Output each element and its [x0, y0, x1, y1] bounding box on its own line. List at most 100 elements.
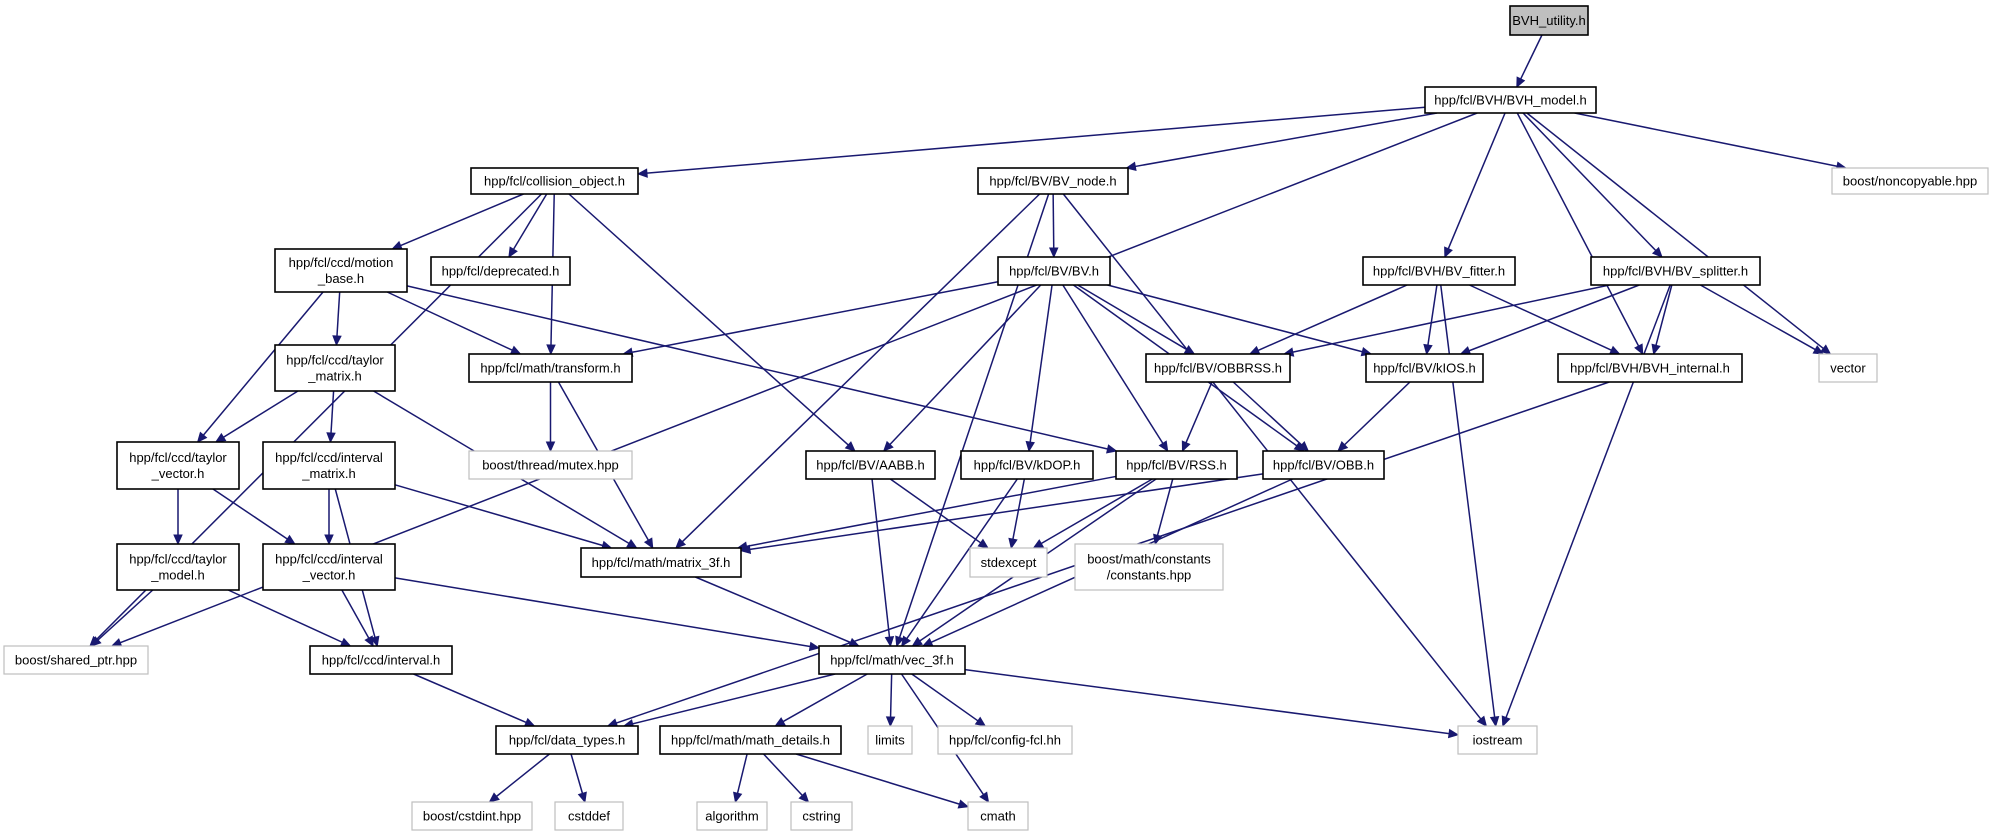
arrowhead-interval-to-data_types — [523, 717, 536, 727]
node-box — [411, 801, 533, 831]
node-box — [468, 353, 633, 383]
edge-taylor_vector-to-interval_vector — [212, 488, 288, 540]
node-box — [790, 801, 853, 831]
arrowhead-taylor_vector-to-taylor_model — [173, 534, 183, 546]
node-label: algorithm — [705, 809, 758, 824]
node-label: hpp/fcl/BVH/BV_splitter.h — [1603, 264, 1748, 279]
arrowhead-bv_fitter-to-iostream — [1489, 715, 1500, 728]
node-box — [969, 547, 1048, 578]
node-obbrss[interactable]: hpp/fcl/BV/OBBRSS.h — [1145, 353, 1291, 383]
node-box — [1362, 256, 1516, 286]
edge-bv_fitter-to-kios — [1427, 284, 1438, 346]
node-label: _vector.h — [302, 568, 356, 583]
node-label: stdexcept — [981, 555, 1037, 570]
arrowhead-bv_fitter-to-obbrss — [1248, 345, 1261, 355]
node-matrix-3f[interactable]: hpp/fcl/math/matrix_3f.h — [580, 547, 742, 578]
edge-interval_vector-to-interval — [341, 589, 370, 639]
node-kdop[interactable]: hpp/fcl/BV/kDOP.h — [960, 450, 1094, 480]
node-box — [1509, 5, 1589, 36]
node-bvh-internal[interactable]: hpp/fcl/BVH/BVH_internal.h — [1557, 353, 1743, 383]
node-box — [554, 801, 624, 831]
node-interval-matrix[interactable]: hpp/fcl/ccd/interval_matrix.h — [262, 441, 396, 490]
node-bv-fitter[interactable]: hpp/fcl/BVH/BV_fitter.h — [1362, 256, 1516, 286]
node-box — [1590, 256, 1761, 286]
node-label: boost/shared_ptr.hpp — [15, 653, 137, 668]
node-aabb[interactable]: hpp/fcl/BV/AABB.h — [805, 450, 936, 480]
arrowhead-bv_h-to-kdop — [1025, 440, 1035, 453]
edge-bvh_utility-to-bvh_model — [1520, 34, 1543, 80]
arrowhead-bvh_model-to-bv_fitter — [1444, 246, 1453, 259]
node-deprecated[interactable]: hpp/fcl/deprecated.h — [430, 256, 571, 286]
node-taylor-vector[interactable]: hpp/fcl/ccd/taylor_vector.h — [116, 441, 240, 490]
node-rss[interactable]: hpp/fcl/BV/RSS.h — [1115, 450, 1238, 480]
node-label: hpp/fcl/ccd/taylor — [129, 450, 227, 465]
arrowhead-bvh_model-to-collision_object — [636, 168, 648, 178]
arrowhead-collision_object-to-transform — [546, 344, 556, 356]
node-box — [470, 167, 639, 195]
node-label: hpp/fcl/ccd/taylor — [129, 552, 227, 567]
edge-collision_object-to-motion_base — [400, 193, 524, 247]
arrowhead-transform-to-matrix_3f — [643, 537, 654, 550]
node-box — [977, 167, 1129, 195]
arrowhead-bvh_model-to-vector — [1819, 344, 1832, 355]
node-box — [960, 450, 1094, 480]
edge-motion_base-to-transform — [386, 291, 513, 351]
node-box — [580, 547, 742, 578]
node-label: _model.h — [150, 568, 204, 583]
edge-bv_splitter-to-vector — [1700, 284, 1816, 351]
node-collision-object[interactable]: hpp/fcl/collision_object.h — [470, 167, 639, 195]
node-shared-ptr: boost/shared_ptr.hpp — [3, 645, 149, 675]
node-data-types[interactable]: hpp/fcl/data_types.h — [495, 725, 639, 755]
node-box — [696, 801, 768, 831]
node-algorithm: algorithm — [696, 801, 768, 831]
edge-taylor_model-to-shared_ptr — [97, 589, 154, 641]
node-box — [3, 645, 149, 675]
node-bv-node[interactable]: hpp/fcl/BV/BV_node.h — [977, 167, 1129, 195]
node-motion-base[interactable]: hpp/fcl/ccd/motion_base.h — [274, 248, 408, 293]
node-box — [1424, 86, 1597, 114]
node-label: _matrix.h — [301, 466, 355, 481]
edge-bv_h-to-rss — [1062, 284, 1164, 444]
edge-bv_h-to-aabb — [889, 284, 1042, 445]
arrowhead-collision_object-to-motion_base — [391, 240, 403, 250]
arrowhead-data_types-to-cstdint — [488, 792, 500, 803]
node-label: hpp/fcl/BV/kIOS.h — [1373, 361, 1476, 376]
node-taylor-model[interactable]: hpp/fcl/ccd/taylor_model.h — [116, 543, 240, 591]
arrowhead-taylor_matrix-to-taylor_vector — [214, 432, 227, 443]
arrowhead-bv_splitter-to-iostream — [1501, 715, 1511, 728]
node-interval[interactable]: hpp/fcl/ccd/interval.h — [309, 645, 453, 675]
node-mutex: boost/thread/mutex.hpp — [468, 450, 633, 480]
node-label: boost/math/constants — [1087, 552, 1211, 567]
node-box — [818, 645, 966, 675]
node-box — [937, 725, 1073, 755]
arrowhead-bvh_model-to-bv_splitter — [1651, 246, 1663, 258]
node-bv-splitter[interactable]: hpp/fcl/BVH/BV_splitter.h — [1590, 256, 1761, 286]
edge-math_details-to-cmath — [795, 753, 960, 805]
node-box — [309, 645, 453, 675]
node-box — [1262, 450, 1385, 480]
node-vector: vector — [1818, 353, 1878, 383]
edge-bvh_model-to-bv_fitter — [1447, 112, 1506, 249]
edge-motion_base-to-taylor_matrix — [336, 291, 341, 337]
node-obb[interactable]: hpp/fcl/BV/OBB.h — [1262, 450, 1385, 480]
node-bvh-model[interactable]: hpp/fcl/BVH/BVH_model.h — [1424, 86, 1597, 114]
node-bvh-utility[interactable]: BVH_utility.h — [1509, 5, 1589, 36]
node-box — [430, 256, 571, 286]
node-label: hpp/fcl/ccd/motion — [289, 255, 394, 270]
node-label: hpp/fcl/BV/RSS.h — [1126, 458, 1226, 473]
node-box — [1818, 353, 1878, 383]
node-taylor-matrix[interactable]: hpp/fcl/ccd/taylor_matrix.h — [274, 344, 396, 392]
node-math-details[interactable]: hpp/fcl/math/math_details.h — [659, 725, 842, 755]
node-transform[interactable]: hpp/fcl/math/transform.h — [468, 353, 633, 383]
node-vec-3f[interactable]: hpp/fcl/math/vec_3f.h — [818, 645, 966, 675]
node-label: hpp/fcl/ccd/taylor — [286, 353, 384, 368]
node-bv-h[interactable]: hpp/fcl/BV/BV.h — [997, 256, 1111, 286]
node-iostream: iostream — [1457, 725, 1538, 755]
arrowhead-rss-to-stdexcept — [1032, 539, 1045, 549]
node-label: cmath — [980, 809, 1015, 824]
node-kios[interactable]: hpp/fcl/BV/kIOS.h — [1365, 353, 1484, 383]
arrowhead-bvh_model-to-shared_ptr — [110, 638, 123, 647]
arrowhead-taylor_model-to-shared_ptr — [90, 636, 102, 647]
arrowhead-vec_3f-to-limits — [885, 716, 896, 728]
node-interval-vector[interactable]: hpp/fcl/ccd/interval_vector.h — [262, 543, 396, 591]
